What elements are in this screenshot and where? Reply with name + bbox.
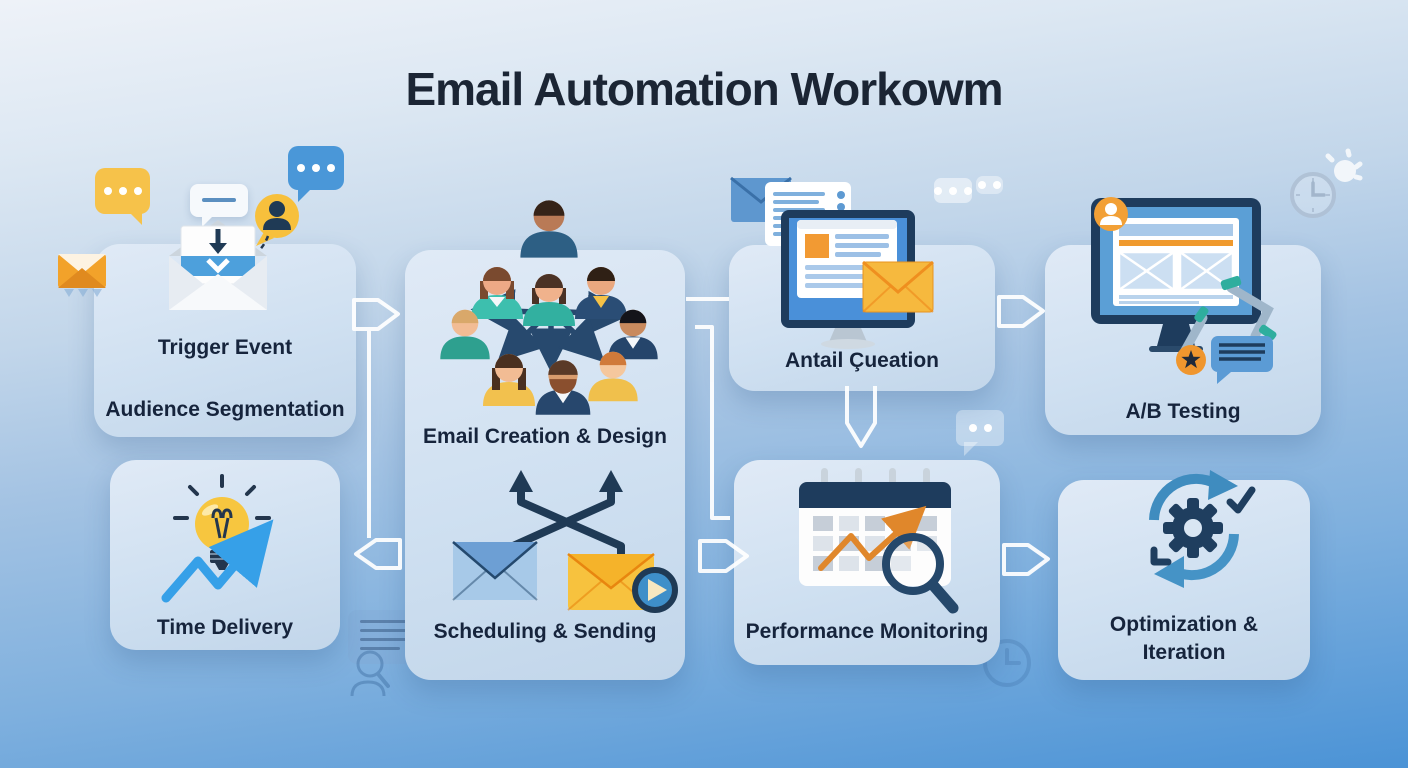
email-creation-label: Email Creation & Design [423,425,667,448]
monitor-email-icon [730,176,934,349]
open-envelope-download-icon [169,220,267,310]
page-title: Email Automation Workowm [405,63,1003,115]
email-curation-label: Antail Çueation [784,349,939,372]
yellow-chat-bubble-icon [95,168,150,225]
crossed-arrows-envelopes-icon [452,470,678,613]
gear-cycle-icon [1149,470,1256,588]
person-badge-icon [255,194,299,246]
scheduling-sending-label: Scheduling & Sending [433,620,657,643]
audience-network-icon [440,200,658,415]
ab-testing-label: A/B Testing [1125,400,1241,423]
optimization-iteration-label: Optimization & Iteration [1109,613,1259,664]
faded-clock-icon [983,639,1031,687]
trigger-event-label: Trigger Event [157,336,293,359]
faded-person-magnifier-icon [350,650,390,697]
performance-monitoring-label: Performance Monitoring [745,620,989,643]
blue-chat-bubble-icon [288,146,344,202]
calendar-magnifier-icon [799,468,959,614]
time-delivery-label: Time Delivery [156,616,294,639]
lightbulb-trend-icon [161,474,274,603]
faded-chat-bubble-mid-icon [956,410,1004,456]
ab-testing-monitor-icon [1091,197,1277,384]
audience-segmentation-label: Audience Segmentation [105,398,345,421]
white-chat-bubble-icon [190,184,248,227]
faded-chat-bubble-small-icon [976,176,1003,194]
torn-envelope-icon [58,254,106,297]
clock-icon [1290,172,1336,218]
sun-sketch-icon [1325,148,1363,182]
faded-chat-bubble-icon [934,178,972,203]
